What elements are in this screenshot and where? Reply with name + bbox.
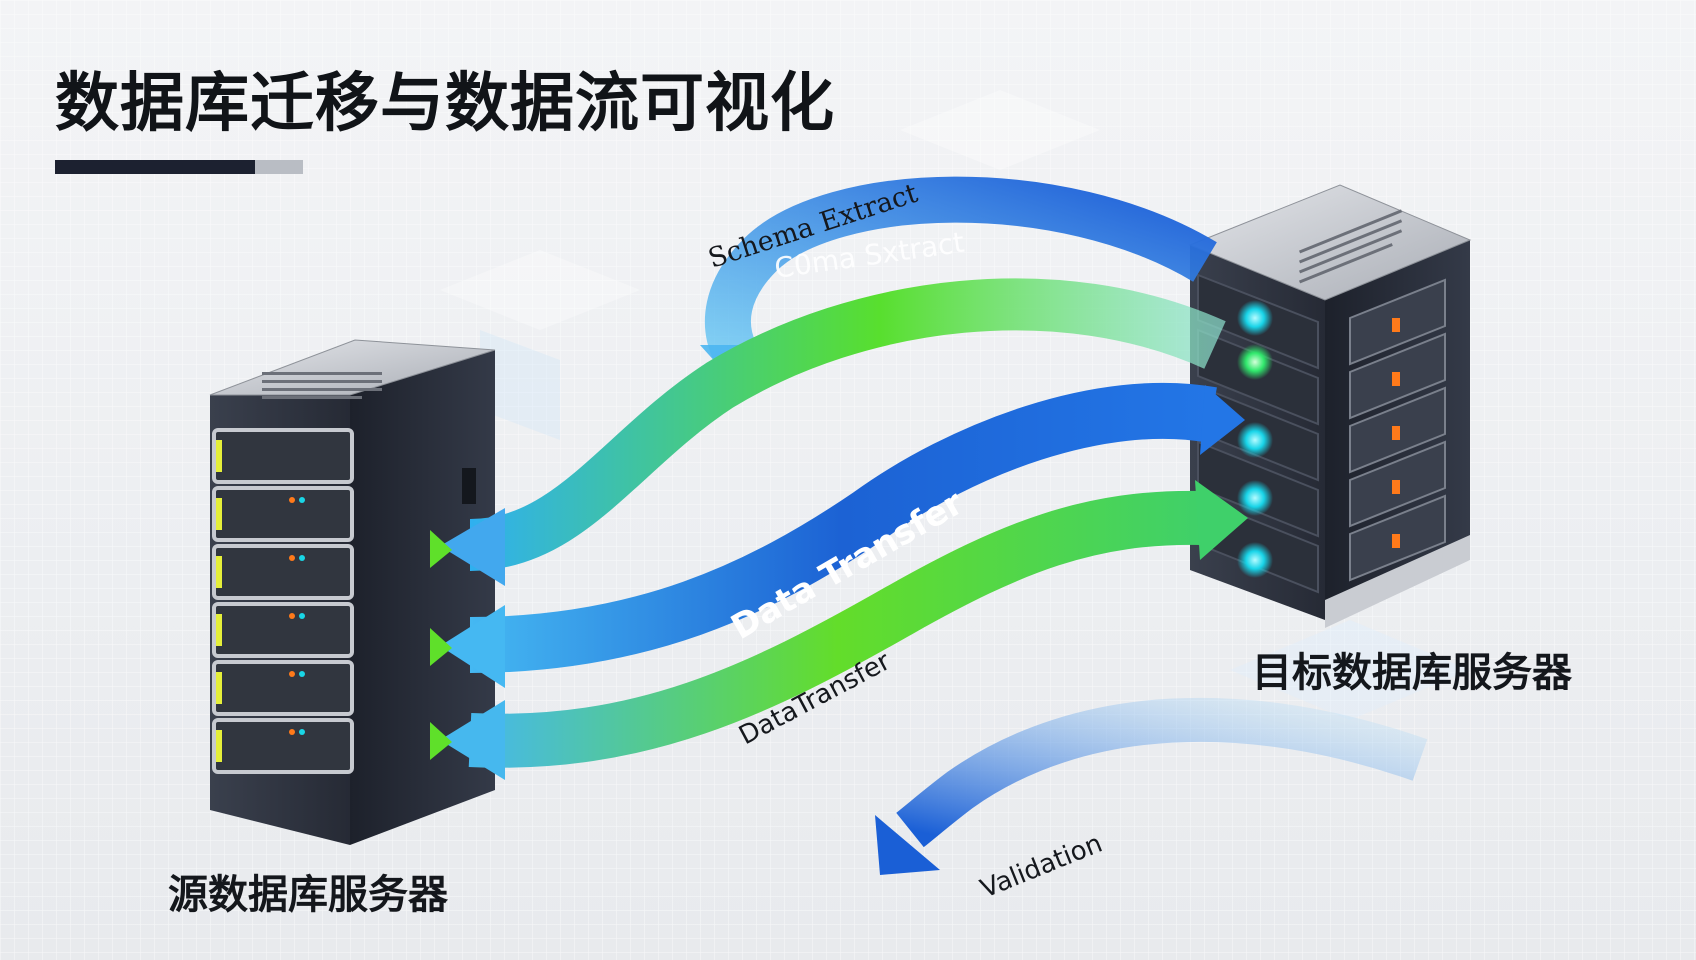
data-transfer-arrow-2 — [430, 382, 1245, 688]
validation-arrow — [875, 697, 1428, 875]
title-underline-light — [255, 160, 303, 174]
data-transfer-arrow-1 — [430, 278, 1226, 586]
target-server-side-rack — [1349, 278, 1446, 582]
source-server-drive-bays — [212, 428, 354, 774]
source-server-port — [462, 468, 476, 504]
target-server-status-leds — [1237, 300, 1273, 578]
background-shapes — [440, 90, 1470, 720]
target-server-vent-grille — [1299, 209, 1403, 284]
title-underline-dark — [55, 160, 255, 174]
page-title: 数据库迁移与数据流可视化 — [55, 67, 835, 141]
source-server-label: 源数据库服务器 — [168, 872, 448, 918]
source-server — [209, 339, 496, 845]
target-server — [1188, 184, 1472, 628]
data-transfer-arrow-3 — [430, 480, 1248, 780]
target-server-label: 目标数据库服务器 — [1252, 650, 1572, 696]
source-server-vent-grille — [262, 372, 382, 399]
target-server-base — [1325, 535, 1470, 628]
validation-label: Validation — [976, 829, 1106, 905]
